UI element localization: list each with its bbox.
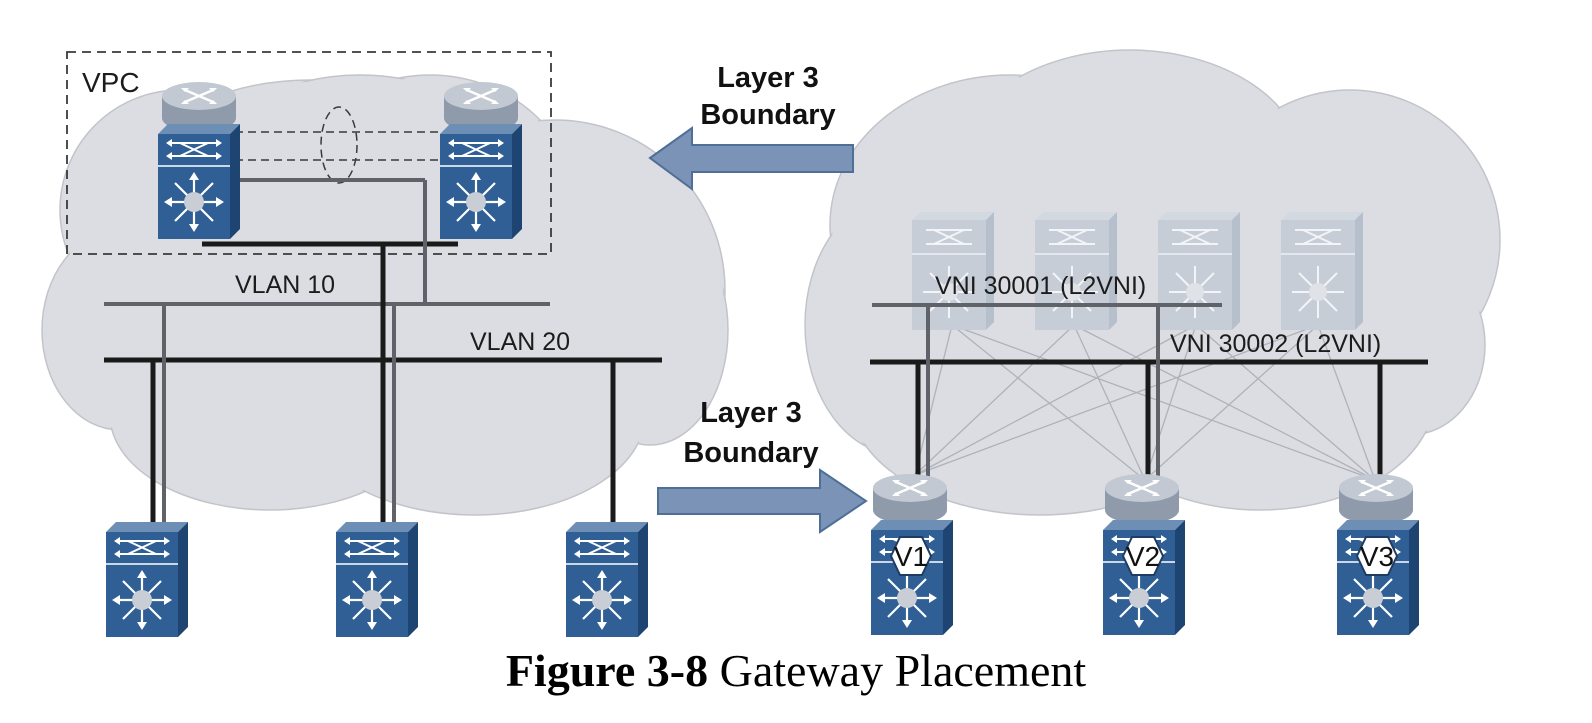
vni-30002-label: VNI 30002 (L2VNI) (1170, 330, 1381, 358)
gateway-leaf-v3: V3 (1335, 472, 1421, 637)
fabric-mesh (914, 324, 1376, 481)
bottom-arrow-label-line2: Boundary (683, 437, 818, 469)
bottom-arrow-label-line1: Layer 3 (700, 397, 802, 429)
fabric-switch-4 (1280, 211, 1364, 331)
top-arrow-label-line2: Boundary (700, 99, 835, 131)
vni-drops (915, 305, 1383, 488)
vpc-switch-right (438, 80, 524, 241)
vlan-10-label: VLAN 10 (235, 271, 335, 299)
layer3-boundary-arrow-bottom: Layer 3 Boundary (657, 397, 868, 534)
vpc-switch-left (156, 80, 242, 241)
gateway-label-v1: V1 (894, 541, 928, 572)
access-switch-3 (564, 520, 650, 639)
vlan-20-label: VLAN 20 (470, 328, 570, 356)
figure-number: Figure 3-8 (505, 645, 709, 696)
vpc-peer-link (235, 106, 440, 184)
gateway-leaf-v2: V2 (1101, 472, 1187, 637)
layer3-boundary-arrow-top: Layer 3 Boundary (648, 62, 854, 191)
access-switch-2 (334, 520, 420, 639)
fabric-switch-1 (911, 211, 995, 331)
access-switch-1 (104, 520, 190, 639)
fabric-switch-3 (1157, 211, 1241, 331)
vlan-drops (150, 180, 616, 525)
vni-30001-label: VNI 30001 (L2VNI) (935, 272, 1146, 300)
fabric-switch-2 (1034, 211, 1118, 331)
figure-title: Gateway Placement (719, 645, 1087, 696)
vpc-label: VPC (82, 67, 140, 98)
gateway-leaf-v1: V1 (869, 472, 955, 637)
gateway-placement-diagram: VNI 30001 (L2VNI) VNI 30002 (L2VNI) VPC … (41, 49, 1501, 639)
vpc-domain-box (66, 51, 552, 255)
gateway-label-v3: V3 (1360, 541, 1394, 572)
top-arrow-label-line1: Layer 3 (717, 62, 819, 94)
figure-caption: Figure 3-8 Gateway Placement (0, 644, 1592, 697)
gateway-label-v2: V2 (1126, 541, 1160, 572)
